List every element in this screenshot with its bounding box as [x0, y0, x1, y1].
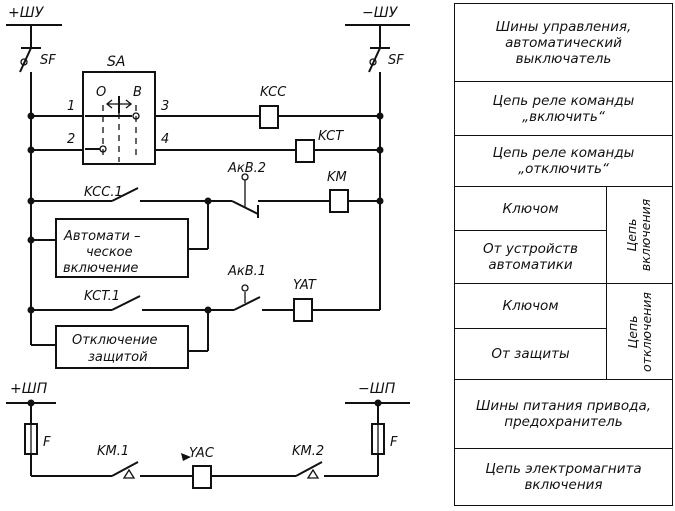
legend-text-trip-protection: От защиты: [491, 346, 570, 362]
minus-power-bus-label: −ШП: [358, 381, 396, 397]
legend-cell-closing-key: Ключом: [455, 187, 606, 231]
kcc1-label: KCC.1: [84, 185, 123, 200]
legend-text-trip-circuit: Цепь отключения: [624, 291, 654, 372]
legend-group-trip-circuit: Ключом От защиты Цепь отключения: [455, 284, 672, 380]
terminal-4: 4: [161, 132, 169, 147]
kct1-label: KCT.1: [84, 289, 120, 304]
terminal-3: 3: [161, 99, 169, 114]
legend-cell-closing-auto: От устройств автоматики: [455, 231, 606, 283]
legend-cell-trip-key: Ключом: [455, 284, 606, 329]
sa-position-o: О: [96, 85, 106, 100]
legend-text-off-command: Цепь реле команды „отключить“: [492, 145, 635, 177]
terminal-1: 1: [67, 99, 75, 114]
legend-text-power-buses: Шины питания привода, предохранитель: [475, 398, 652, 430]
sa-label: SA: [107, 54, 125, 70]
legend-row-closing-magnet: Цепь электромагнита включения: [455, 449, 672, 504]
legend-text-closing-circuit: Цепь включения: [624, 198, 654, 272]
contactor-coil-km: [329, 189, 349, 213]
minus-control-bus-label: −ШУ: [362, 5, 399, 21]
legend-group-closing-circuit: Ключом От устройств автоматики Цепь вклю…: [455, 187, 672, 284]
f-left-label: F: [43, 435, 51, 450]
breaker-sf-left: [19, 25, 41, 345]
auto-on-text-1: Автомати –: [63, 229, 141, 244]
legend-text-closing-key: Ключом: [502, 200, 559, 217]
legend-row-on-command: Цепь реле команды „включить“: [455, 82, 672, 136]
contact-kct1: [111, 295, 141, 311]
relay-coil-kct: [295, 139, 315, 163]
plus-power-bus-label: +ШП: [10, 381, 48, 397]
yat-label: YAT: [293, 278, 317, 293]
yac-label: YAC: [189, 446, 215, 461]
contact-akv2: [231, 200, 259, 215]
protection-text-2: защитой: [88, 350, 148, 365]
akv2-label: АкВ.2: [227, 161, 266, 176]
legend-side-closing-circuit: Цепь включения: [606, 187, 672, 283]
legend-row-power-buses: Шины питания привода, предохранитель: [455, 380, 672, 449]
contact-kcc1: [111, 187, 139, 202]
contact-km1: [111, 461, 139, 477]
akv1-label: АкВ.1: [227, 264, 266, 279]
plus-control-bus-label: +ШУ: [8, 5, 45, 21]
trip-coil-yat: [293, 298, 313, 322]
contact-akv1: [233, 296, 261, 311]
km-label: KM: [327, 170, 347, 185]
kct-label: KCT: [318, 129, 344, 144]
legend-text-closing-auto: От устройств автоматики: [483, 241, 578, 273]
sa-position-v: В: [133, 85, 142, 100]
terminal-2: 2: [67, 132, 75, 147]
auto-on-text-3: включение: [63, 261, 138, 276]
km2-label: KM.2: [292, 444, 324, 459]
legend-text-trip-key: Ключом: [502, 298, 559, 314]
legend-cell-trip-protection: От защиты: [455, 329, 606, 379]
sf-right-label: SF: [388, 53, 404, 68]
legend-text-control-buses: Шины управления, автоматический выключат…: [495, 18, 632, 67]
legend-table: Шины управления, автоматический выключат…: [454, 3, 673, 506]
protection-text-1: Отключение: [72, 333, 158, 348]
legend-text-on-command: Цепь реле команды „включить“: [492, 92, 635, 125]
f-right-label: F: [390, 435, 398, 450]
legend-row-control-buses: Шины управления, автоматический выключат…: [455, 4, 672, 82]
legend-row-off-command: Цепь реле команды „отключить“: [455, 136, 672, 187]
km1-label: KM.1: [97, 444, 129, 459]
circuit-diagram: +ШУ −ШУ SF SF SA О В 1 2 3 4 KCC: [6, 5, 410, 489]
relay-coil-kcc: [259, 105, 279, 129]
kcc-label: KCC: [260, 85, 287, 100]
sf-left-label: SF: [40, 53, 56, 68]
contact-km2: [295, 461, 323, 477]
closing-coil-yac: [192, 465, 212, 489]
legend-text-closing-magnet: Цепь электромагнита включения: [485, 460, 642, 493]
breaker-sf-right: [368, 25, 390, 310]
auto-on-text-2: ческое: [86, 245, 133, 260]
key-switch-sa: [82, 71, 156, 165]
yac-marker-icon: [181, 453, 191, 461]
legend-side-trip-circuit: Цепь отключения: [606, 284, 672, 379]
protection-trip-block: [55, 325, 189, 369]
